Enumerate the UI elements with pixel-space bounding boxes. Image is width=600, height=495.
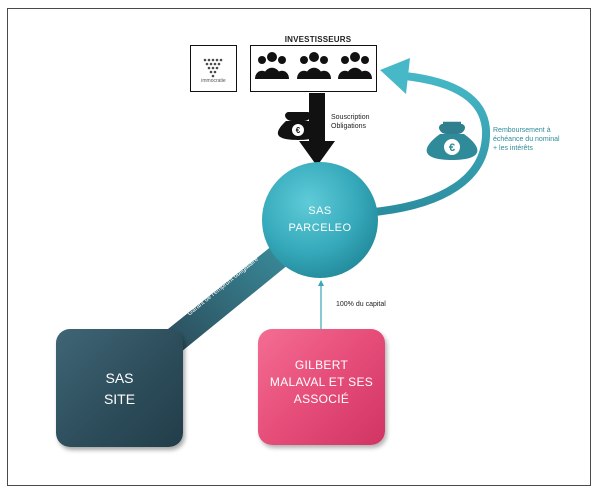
svg-text:€: € <box>296 126 301 135</box>
subscription-label: Souscription Obligations <box>331 113 370 131</box>
ownership-label: 100% du capital <box>336 301 386 308</box>
immocratie-logo-text: immocratie <box>201 78 226 84</box>
immocratie-logo <box>190 45 237 92</box>
svg-text:€: € <box>449 142 455 154</box>
group-icon <box>338 52 372 79</box>
subscription-line-1: Souscription <box>331 114 370 121</box>
parceleo-line-1: SAS <box>308 205 332 217</box>
subscription-arrowhead <box>299 141 335 166</box>
parceleo-circle <box>262 162 378 278</box>
guarantee-connector <box>163 241 294 352</box>
gilbert-line-1: GILBERT <box>294 358 349 372</box>
gilbert-malaval-box <box>258 329 385 445</box>
gilbert-line-3: ASSOCIÉ <box>293 392 350 406</box>
sas-site-box <box>56 329 183 447</box>
repayment-line-1: Remboursement à <box>493 127 551 134</box>
investors-box <box>250 45 377 92</box>
investors-title: INVESTISSEURS <box>284 35 352 44</box>
group-icon <box>255 52 289 79</box>
parceleo-line-2: PARCELEO <box>288 222 352 234</box>
parceleo-label: SAS PARCELEO <box>265 203 375 237</box>
sas-site-label: SAS SITE <box>56 368 183 410</box>
gilbert-malaval-label: GILBERT MALAVAL ET SES ASSOCIÉ <box>258 357 385 408</box>
group-icon <box>297 52 331 79</box>
immocratie-logo-mark <box>203 58 223 78</box>
investors-people <box>255 52 372 79</box>
repayment-arrowhead <box>380 58 410 94</box>
site-line-1: SAS <box>105 370 134 386</box>
gilbert-line-2: MALAVAL ET SES <box>269 375 374 389</box>
money-bag-icon: € <box>426 121 478 160</box>
subscription-line-2: Obligations <box>331 123 367 130</box>
repayment-line-2: échéance du nominal <box>493 136 560 143</box>
site-line-2: SITE <box>103 391 136 407</box>
ownership-arrowhead <box>318 280 324 286</box>
repayment-arrow <box>370 72 491 216</box>
money-bag-icon: € <box>277 112 319 140</box>
repayment-label: Remboursement à échéance du nominal + le… <box>493 126 560 153</box>
repayment-line-3: + les intérêts <box>493 145 533 152</box>
